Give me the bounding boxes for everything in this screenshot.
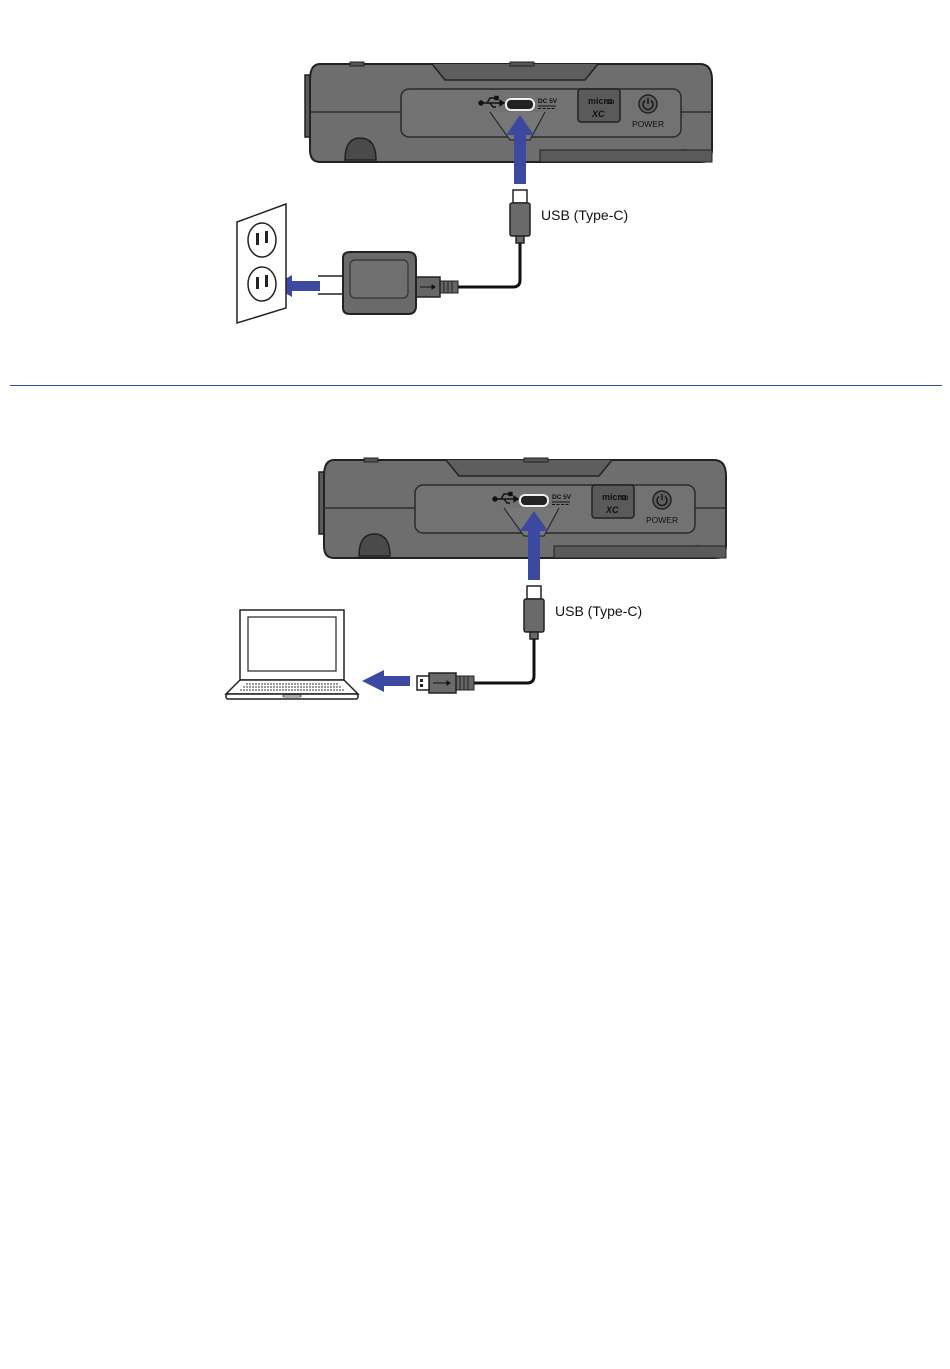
connect-arrow bbox=[362, 670, 410, 692]
usb-cable bbox=[470, 639, 534, 683]
svg-text:XC: XC bbox=[605, 505, 619, 515]
usb-type-c-label: USB (Type-C) bbox=[555, 603, 642, 619]
laptop-icon bbox=[226, 610, 358, 699]
dc-label: DC 5V bbox=[552, 494, 572, 501]
usb-a-plug bbox=[417, 673, 474, 693]
computer-connection-diagram: DC 5V micro SD XC POWER USB (Type-C) bbox=[0, 0, 950, 720]
power-button[interactable] bbox=[653, 491, 671, 509]
microsd-slot[interactable]: micro SD XC bbox=[592, 485, 634, 518]
svg-text:SD: SD bbox=[620, 496, 629, 502]
power-label: POWER bbox=[646, 515, 678, 525]
recorder-device: DC 5V micro SD XC POWER bbox=[319, 458, 726, 558]
usb-c-plug bbox=[524, 586, 544, 639]
usb-c-port[interactable] bbox=[520, 495, 548, 506]
